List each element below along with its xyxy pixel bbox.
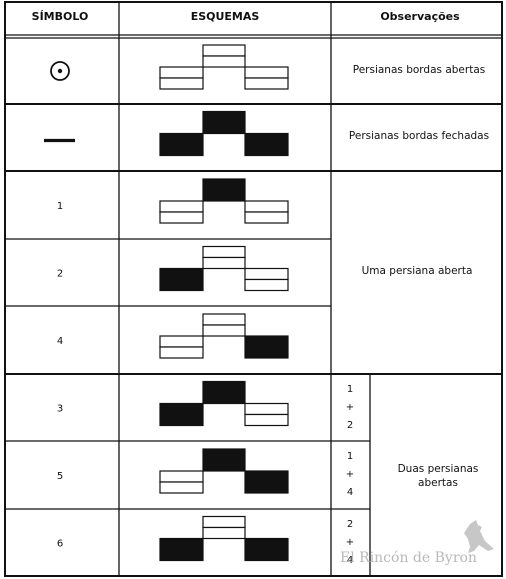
obs-row-1: Persianas bordas abertas — [353, 64, 485, 76]
center-louver-open — [202, 245, 246, 259]
center-louver-open — [202, 55, 246, 68]
right-louver-open — [244, 402, 289, 416]
table-border — [4, 1, 503, 577]
table-grid — [4, 1, 503, 577]
right-louver-open — [244, 278, 289, 292]
combo-item: + — [346, 402, 354, 413]
combo-item: 2 — [347, 420, 353, 431]
obs-group-duas-persianas-l2: abertas — [418, 477, 458, 489]
left-louver-open — [159, 66, 204, 79]
circle-dot-icon — [50, 61, 70, 81]
header-esquemas: ESQUEMAS — [191, 10, 260, 23]
center-louver-open — [202, 256, 246, 270]
combo-item: 2 — [347, 519, 353, 530]
table-row: 1 — [57, 178, 289, 224]
left-louver-open — [159, 335, 204, 348]
watermark-text: El Rincón de Byron — [340, 550, 477, 566]
louver-schematic — [159, 245, 289, 292]
symbol-number: 4 — [57, 336, 63, 347]
header-observacoes: Observações — [380, 10, 460, 23]
louver-schematic — [159, 44, 289, 90]
table-row — [50, 44, 289, 90]
left-louver-open — [159, 470, 204, 483]
obs-row-2: Persianas bordas fechadas — [349, 130, 489, 142]
left-louver-closed — [159, 267, 204, 292]
obs-group-duas-persianas-l1: Duas persianas — [398, 463, 479, 475]
combo-item: 1 — [347, 384, 353, 395]
table-row: 2 — [57, 245, 289, 292]
symbol-number: 3 — [57, 404, 63, 415]
louver-schematic — [159, 313, 289, 359]
left-louver-closed — [159, 132, 204, 157]
center-louver-open — [202, 324, 246, 337]
symbol-number: 2 — [57, 269, 63, 280]
louver-schematic — [159, 380, 289, 427]
right-louver-open — [244, 77, 289, 90]
symbol-number: 1 — [57, 201, 63, 212]
watermark-kangaroo-icon — [464, 520, 494, 553]
circle-dot-center — [57, 68, 63, 74]
louver-schematic — [159, 515, 289, 562]
center-louver-closed — [202, 380, 246, 405]
table-row: 4 — [57, 313, 289, 359]
combo-item: + — [346, 537, 354, 548]
right-louver-open — [244, 200, 289, 213]
louver-schematic — [159, 448, 289, 494]
center-louver-open — [202, 515, 246, 529]
center-louver-closed — [202, 110, 246, 135]
left-louver-closed — [159, 537, 204, 562]
watermark: El Rincón de Byron — [340, 520, 494, 566]
header-simbolo: SÍMBOLO — [32, 10, 89, 23]
right-louver-closed — [244, 335, 289, 359]
center-louver-closed — [202, 448, 246, 472]
left-louver-closed — [159, 402, 204, 427]
right-louver-open — [244, 66, 289, 79]
louver-schematic — [159, 178, 289, 224]
obs-group-uma-persiana: Uma persiana aberta — [362, 265, 473, 277]
center-louver-closed — [202, 178, 246, 202]
right-louver-open — [244, 267, 289, 281]
combo-item: 4 — [347, 487, 353, 498]
table-row — [44, 110, 289, 157]
left-louver-open — [159, 346, 204, 359]
table-rows: 1 2 4 3 1 +2 5 1 +4 6 2 +4 — [44, 44, 354, 566]
louver-schematic — [159, 110, 289, 157]
center-louver-open — [202, 44, 246, 57]
left-louver-open — [159, 211, 204, 224]
right-louver-closed — [244, 470, 289, 494]
left-louver-open — [159, 481, 204, 494]
symbol-number: 6 — [57, 539, 63, 550]
combo-item: + — [346, 469, 354, 480]
table-row: 3 1 +2 — [57, 380, 354, 431]
center-louver-open — [202, 526, 246, 540]
center-louver-open — [202, 313, 246, 326]
right-louver-closed — [244, 132, 289, 157]
combo-item: 1 — [347, 451, 353, 462]
table-row: 6 2 +4 — [57, 515, 354, 566]
table-row: 5 1 +4 — [57, 448, 354, 498]
left-louver-open — [159, 200, 204, 213]
left-louver-open — [159, 77, 204, 90]
right-louver-open — [244, 413, 289, 427]
combo-item: 4 — [347, 555, 353, 566]
right-louver-open — [244, 211, 289, 224]
right-louver-closed — [244, 537, 289, 562]
symbol-number: 5 — [57, 471, 63, 482]
